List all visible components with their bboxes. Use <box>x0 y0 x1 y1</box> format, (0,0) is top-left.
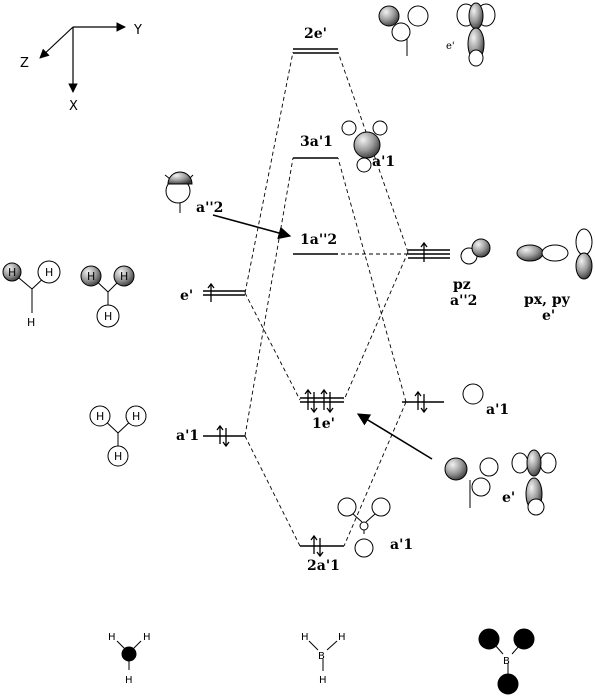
h-atom-label: H <box>45 266 53 279</box>
arrow-a2-to-1a2 <box>212 214 292 240</box>
h-atom-label: H <box>104 310 112 323</box>
arrow-e-to-1e <box>356 413 433 460</box>
molecule-bh3 <box>308 640 338 671</box>
label-top-e-prime: e' <box>446 41 455 52</box>
electron-arrows <box>207 241 428 558</box>
molecule-b-orbitals <box>478 628 535 695</box>
h3-e-orbital-b <box>80 265 135 328</box>
label-2e-prime: 2e' <box>304 26 327 42</box>
orbital-e-bottom <box>444 449 557 516</box>
h-atom-label: H <box>132 410 140 423</box>
h-atom-label: H <box>96 410 104 423</box>
h-atom-label: H <box>8 266 16 279</box>
axis-x-label: X <box>69 99 78 114</box>
mo-levels <box>203 48 450 547</box>
orbital-a2-left <box>164 171 194 213</box>
orbital-px-py <box>516 228 593 280</box>
h-atom-label: H <box>120 270 128 283</box>
h3-a1-orbital <box>89 405 147 467</box>
h-atom-label: H <box>87 270 95 283</box>
axis-z-label: Z <box>20 56 29 71</box>
molecule-h-label: H <box>301 632 309 643</box>
label-pz: pz <box>453 277 471 293</box>
label-px-py: px, py <box>524 292 571 308</box>
label-2a1-prime: 2a'1 <box>307 558 340 574</box>
molecule-b-label: B <box>318 651 325 662</box>
label-h3-e-prime: e' <box>180 288 193 304</box>
orbital-b-s <box>462 383 484 405</box>
label-h3-a1-prime: a'1 <box>176 428 199 444</box>
label-bottom-a1-prime: a'1 <box>390 537 413 553</box>
molecule-h-label: H <box>125 675 133 686</box>
label-3a1-prime: 3a'1 <box>300 134 333 150</box>
orbital-2a1 <box>337 497 391 558</box>
molecule-h-label: H <box>143 632 151 643</box>
h-atom-label: H <box>27 316 35 329</box>
label-1e-prime: 1e' <box>312 416 335 432</box>
label-b-p-e-prime: e' <box>542 308 555 324</box>
label-b-a2-dprime: a''2 <box>450 293 477 309</box>
h3-e-orbital-a <box>2 260 61 313</box>
label-left-a2-dprime: a''2 <box>196 200 223 216</box>
axis-y-label: Y <box>133 23 142 38</box>
molecule-h-label: H <box>108 632 116 643</box>
molecule-h3 <box>116 640 142 670</box>
orbital-2e-pair <box>378 2 496 67</box>
orbital-pz <box>460 238 491 265</box>
label-b-e-prime-bottom: e' <box>502 490 515 506</box>
orbital-3a1 <box>341 120 388 173</box>
h-atom-label: H <box>114 450 122 463</box>
coordinate-axes <box>39 22 126 93</box>
molecule-b-label: B <box>503 656 510 667</box>
label-b-s-a1-prime: a'1 <box>486 402 509 418</box>
molecule-h-label: H <box>319 675 327 686</box>
molecule-h-label: H <box>338 632 346 643</box>
label-1a2-dprime: 1a''2 <box>300 232 337 248</box>
label-3a1-orbital: a'1 <box>372 154 395 170</box>
